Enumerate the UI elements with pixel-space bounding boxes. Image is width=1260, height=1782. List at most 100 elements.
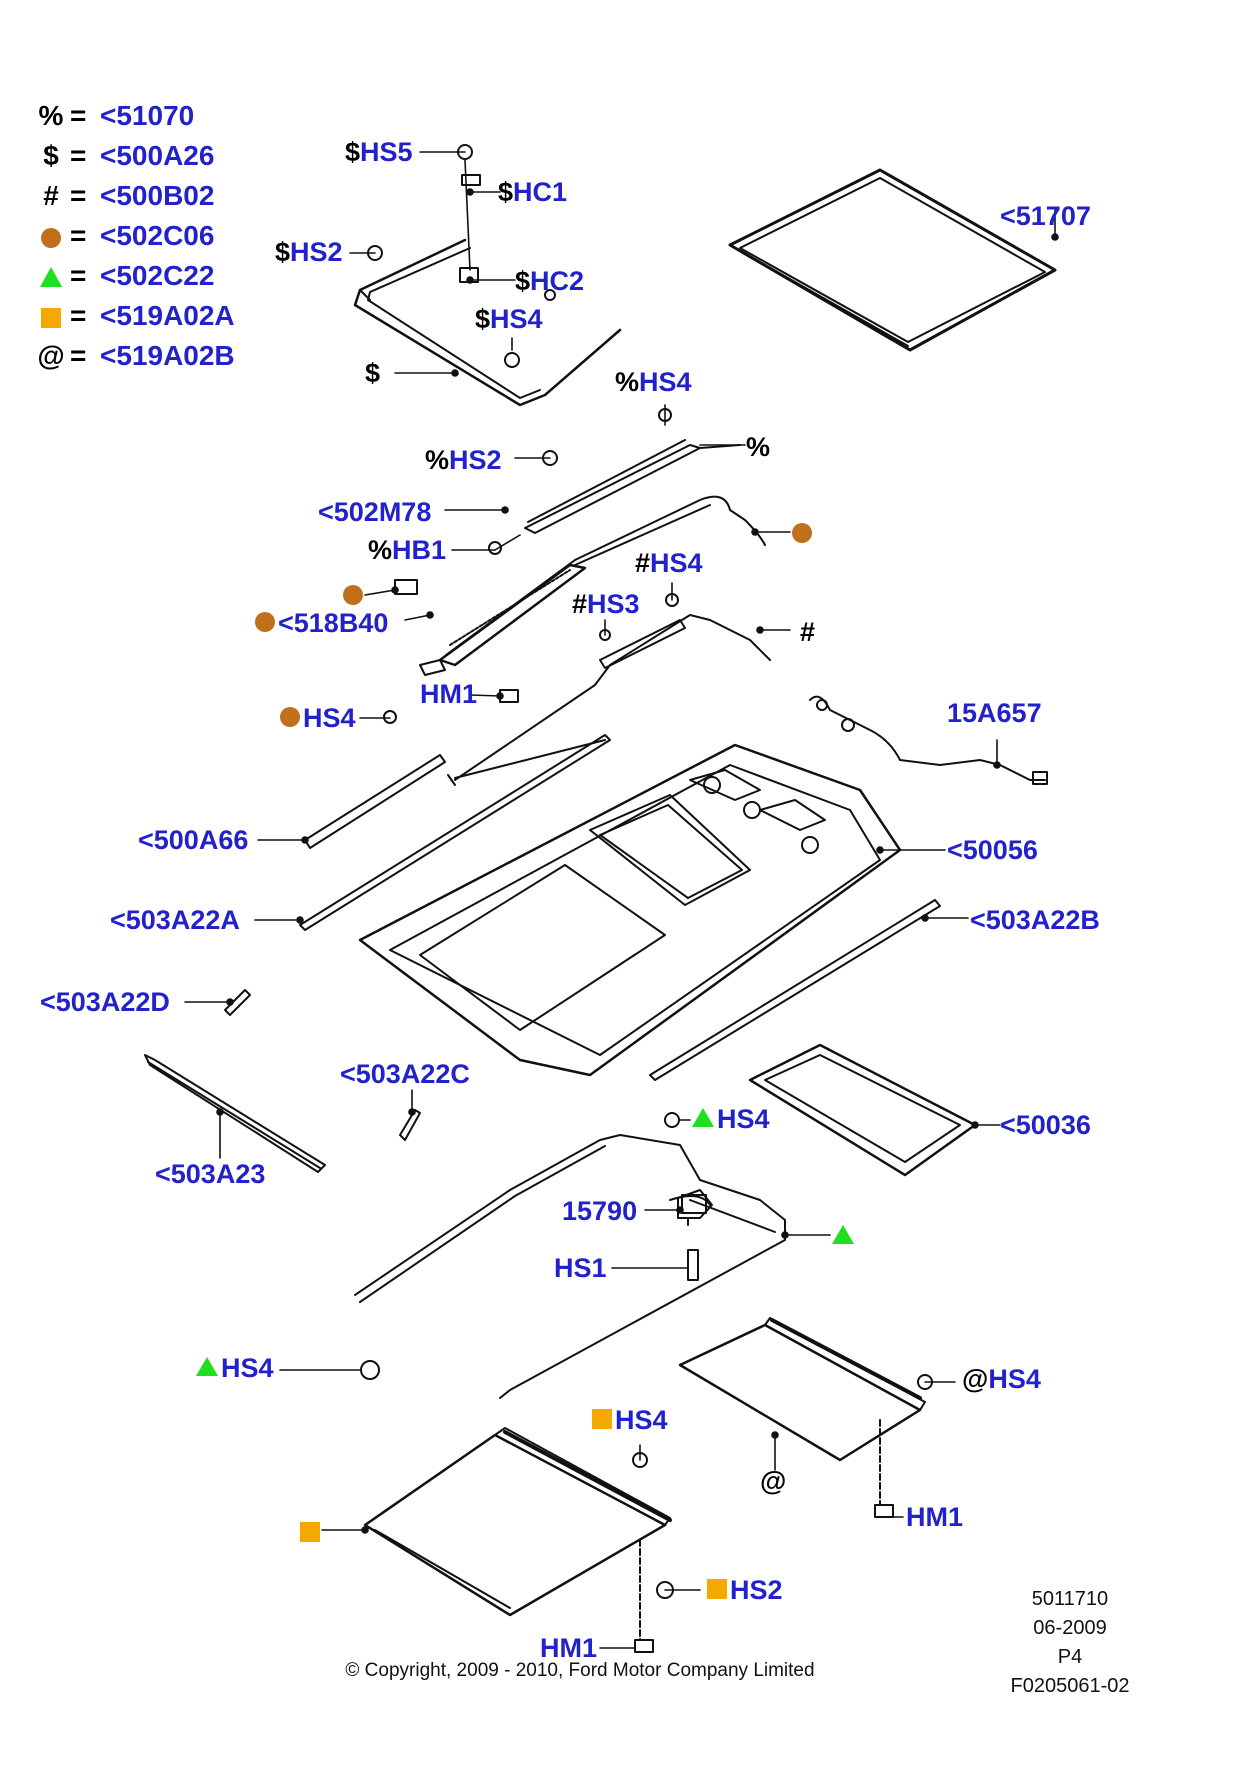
legend-row: #=<500B02 <box>30 180 290 220</box>
callout-50036: <50036 <box>1000 1109 1091 1141</box>
legend-equals: = <box>70 300 87 331</box>
callout-code: <503A22C <box>340 1059 470 1089</box>
callout-code: HC2 <box>530 266 585 296</box>
legend-row: = <519A02A <box>30 300 290 340</box>
legend-row: %=<51070 <box>30 100 290 140</box>
callout-at-shade: @ <box>760 1465 786 1497</box>
callout-503a22c: <503A22C <box>340 1058 470 1090</box>
leader-lines <box>184 151 1059 1649</box>
legend-equals: = <box>70 100 87 131</box>
upper-rail-part <box>524 439 741 534</box>
callout-51707: <51707 <box>1000 200 1091 232</box>
callout-code: <502M78 <box>318 497 432 527</box>
square-icon <box>300 1521 320 1542</box>
callout-hs4-dollar: $HS4 <box>475 303 543 335</box>
callout-code: HS2 <box>449 445 502 475</box>
legend-symbol: @ <box>37 340 65 371</box>
callout-code: HM1 <box>420 679 478 709</box>
callout-hs2-top: $HS2 <box>275 236 343 268</box>
legend-equals: = <box>70 260 87 291</box>
callout-hc2: $HC2 <box>515 265 584 297</box>
reference-date: 06-2009 <box>1033 1617 1107 1639</box>
callout-code: <518B40 <box>278 608 389 638</box>
front-sunshade-part <box>363 1427 672 1641</box>
roof-panel-part <box>358 743 902 1077</box>
legend-code: <519A02A <box>100 300 235 331</box>
callout-hs4-tri-left: HS4 <box>196 1352 274 1384</box>
legend-row: = <502C06 <box>30 220 290 260</box>
circle-icon <box>792 522 812 543</box>
callout-percent-rail: % <box>746 431 770 463</box>
triangle-icon <box>692 1108 714 1128</box>
callout-code: HS2 <box>730 1575 783 1605</box>
callout-square-shade <box>300 1517 323 1549</box>
callout-code: HS4 <box>615 1405 668 1435</box>
legend-code: <500A26 <box>100 140 215 171</box>
callout-hm1-right: HM1 <box>906 1501 963 1533</box>
callout-50056: <50056 <box>947 834 1038 866</box>
circle-icon <box>255 611 275 632</box>
lower-rail-part <box>447 614 771 786</box>
small-seal-parts <box>144 989 421 1173</box>
callout-symbol: $ <box>515 266 531 296</box>
legend-code: <519A02B <box>100 340 235 371</box>
legend-symbol: $ <box>43 140 59 171</box>
reference-figure: F0205061-02 <box>1010 1675 1130 1697</box>
glass-panel-part <box>728 168 1057 352</box>
callout-500a66: <500A66 <box>138 824 248 856</box>
callout-hm1-upper: HM1 <box>420 678 477 710</box>
callout-code: HS5 <box>360 137 413 167</box>
circle-icon <box>41 228 61 248</box>
motor-part <box>677 1189 713 1226</box>
callout-symbol: # <box>572 589 588 619</box>
callout-hs2-percent: %HS2 <box>425 444 502 476</box>
callout-code: HS3 <box>587 589 640 619</box>
legend-equals: = <box>70 140 87 171</box>
wiring-harness-part <box>809 695 1048 785</box>
callout-503a22b: <503A22B <box>970 904 1100 936</box>
legend-symbol: % <box>38 100 64 131</box>
callout-15a657: 15A657 <box>947 697 1042 729</box>
legend-code: <502C22 <box>100 260 215 291</box>
legend-row: $ = <500A26 <box>30 140 290 180</box>
sunroof-seal-frame <box>748 1043 977 1177</box>
reference-page: P4 <box>1057 1646 1083 1668</box>
callout-hs4-tri-top: HS4 <box>692 1103 770 1135</box>
legend-equals: = <box>70 180 87 211</box>
callout-15790: 15790 <box>562 1195 637 1227</box>
callout-symbol: @ <box>760 1466 787 1496</box>
rear-sunshade-part <box>678 1317 926 1511</box>
callout-hb1-percent: %HB1 <box>368 534 446 566</box>
callout-hs4-square: HS4 <box>592 1404 668 1436</box>
callout-code: HB1 <box>392 535 447 565</box>
drive-cable-part <box>574 495 766 566</box>
square-icon <box>41 308 61 328</box>
callout-code: HM1 <box>906 1502 964 1532</box>
callout-symbol: % <box>425 445 450 475</box>
square-icon <box>592 1408 612 1429</box>
circle-icon <box>280 706 300 727</box>
guide-rail-part <box>419 559 587 676</box>
reference-number: 5011710 <box>1031 1588 1109 1610</box>
legend-code: <502C06 <box>100 220 215 251</box>
callout-symbol: $ <box>475 304 491 334</box>
legend-equals: = <box>70 220 87 251</box>
square-icon <box>707 1578 727 1599</box>
callout-symbol: $ <box>345 137 361 167</box>
callout-code: <503A22D <box>40 987 170 1017</box>
callout-503a23: <503A23 <box>155 1158 265 1190</box>
callout-circle-bracket <box>343 580 366 612</box>
callout-code: HS2 <box>290 237 343 267</box>
callout-code: HS4 <box>650 548 703 578</box>
callout-symbol: % <box>615 367 640 397</box>
legend-row: = <502C22 <box>30 260 290 300</box>
callout-code: HS4 <box>988 1364 1041 1394</box>
copyright-notice: © Copyright, 2009 - 2010, Ford Motor Com… <box>345 1660 815 1681</box>
callout-code: <50036 <box>1000 1110 1091 1140</box>
callout-symbol: % <box>746 432 771 462</box>
callout-hs4-circle: HS4 <box>280 702 356 734</box>
callout-503a22d: <503A22D <box>40 986 170 1018</box>
callout-code: HS4 <box>221 1353 274 1383</box>
callout-code: <500A66 <box>138 825 249 855</box>
